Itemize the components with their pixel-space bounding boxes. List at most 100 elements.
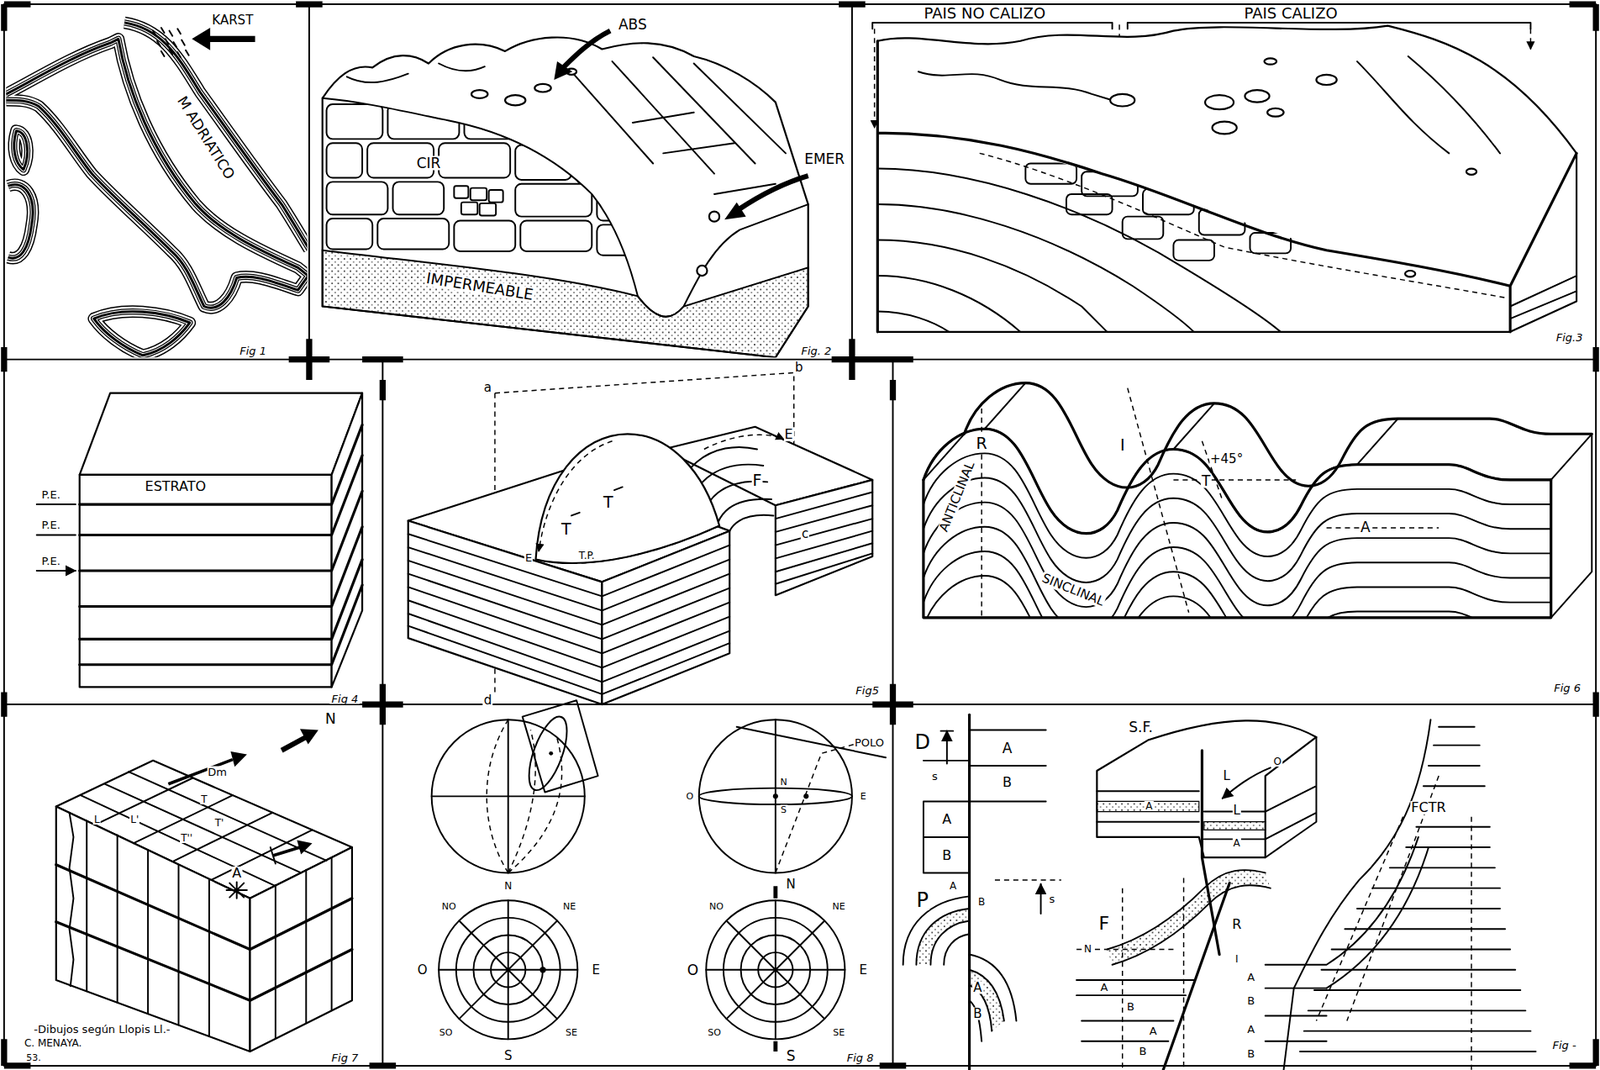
- stereographic-nets-part: [431, 719, 585, 873]
- karst-block-part-part: [464, 104, 527, 139]
- drawing-label: a: [483, 381, 493, 395]
- dome-fold-block-part: [538, 441, 612, 552]
- limestone-country-block-part: [918, 56, 1500, 153]
- fold-block-part-part: [923, 526, 1552, 632]
- figure-panel: Fig5: [382, 358, 893, 704]
- jointed-block-part: [226, 881, 248, 898]
- jointed-block-part: [56, 864, 353, 1001]
- drawing-label: SO: [706, 1026, 722, 1037]
- fault-sections-part: [1040, 884, 1043, 914]
- fault-sections-part: [994, 878, 1062, 880]
- drawing-label: A: [1099, 981, 1109, 993]
- fold-block-part-part: [923, 575, 1552, 680]
- adriatic-map-part: [94, 311, 190, 356]
- adriatic-map-part: [124, 22, 307, 250]
- adriatic-map-part: [8, 184, 33, 258]
- strata-block-part: [79, 393, 363, 475]
- drawing-label: P.E.: [41, 554, 62, 566]
- limestone-country-block-part-part: [1081, 171, 1138, 196]
- fold-block-part-part: [923, 502, 1552, 607]
- fault-sections-part: [1096, 800, 1265, 830]
- drawing-label: N: [778, 777, 788, 787]
- stereographic-nets-part: [775, 741, 866, 874]
- drawing-label: O: [416, 963, 429, 976]
- drawing-label: 53.: [25, 1052, 43, 1063]
- adriatic-map-part: [94, 311, 190, 356]
- drawing-label: N: [503, 880, 513, 891]
- stereographic-nets-part-part: [705, 900, 845, 1039]
- fault-sections-part: [968, 714, 971, 1070]
- drawing-label: A: [1232, 837, 1242, 848]
- stereographic-nets-part: [736, 719, 886, 873]
- jointed-block-part: [281, 736, 306, 751]
- adriatic-map-part: [14, 131, 28, 170]
- adriatic-map-part: [14, 131, 28, 170]
- drawing-label: C. MENAYA.: [23, 1037, 83, 1048]
- limestone-country-block-part: [1315, 74, 1337, 85]
- fault-sections-part: [1284, 719, 1432, 1070]
- drawing-label: +45°: [1209, 452, 1244, 466]
- adriatic-map-part: [8, 184, 33, 258]
- karst-block-part-part: [596, 188, 633, 222]
- drawing-label: L: [1232, 804, 1242, 817]
- drawing-label: O: [1273, 756, 1283, 767]
- limestone-country-block-part: [1466, 168, 1477, 175]
- stereographic-nets-part: [521, 711, 575, 795]
- drawing-label: L: [1221, 768, 1231, 782]
- fold-block-part: [981, 388, 1439, 618]
- karst-block-part: [326, 104, 638, 256]
- limestone-country-block-part-part: [1199, 209, 1246, 235]
- jointed-block: [56, 728, 353, 1052]
- figure-number: Fig5: [853, 684, 881, 695]
- fault-sections-part: [946, 731, 948, 764]
- adriatic-map-part: [8, 184, 33, 258]
- karst-block-part-part: [479, 203, 496, 216]
- drawing-label: E: [590, 963, 600, 976]
- drawing-label: s: [931, 769, 939, 781]
- drawing-label: R: [975, 435, 989, 452]
- limestone-country-block-part: [1212, 121, 1237, 135]
- drawing-label: E: [858, 963, 869, 976]
- adriatic-map-part: [207, 36, 256, 43]
- drawing-label: A: [941, 812, 953, 827]
- limestone-country-block-part: [1530, 28, 1532, 49]
- drawing-label: B: [977, 896, 986, 907]
- figure-panel: Fig.3: [852, 0, 1600, 359]
- karst-block-part-part: [326, 142, 364, 178]
- karst-block-part: [471, 89, 488, 99]
- karst-block-part-part: [393, 181, 445, 215]
- drawing-label: A: [972, 981, 983, 995]
- drawing-label: A: [1359, 519, 1372, 534]
- drawing-label: SE: [564, 1026, 579, 1037]
- drawing-label: SE: [831, 1026, 846, 1037]
- karst-block-part-part: [453, 221, 516, 252]
- karst-block-part: [322, 37, 809, 358]
- fault-sections-part: [903, 895, 970, 964]
- drawing-label: T': [214, 817, 226, 828]
- adriatic-map-part: [191, 27, 211, 51]
- fold-block-part: [923, 479, 1552, 618]
- jointed-block-part: [230, 751, 247, 767]
- drawing-label: E: [524, 552, 533, 564]
- figure-number: Fig -: [1550, 1039, 1578, 1051]
- drawing-label: NO: [708, 901, 725, 911]
- stereographic-nets-part-part: [438, 900, 578, 1039]
- fault-sections-part: [1300, 726, 1537, 1052]
- drawing-label: c: [800, 527, 810, 541]
- drawing-label: POLO: [853, 736, 885, 748]
- karst-block-part-part: [377, 218, 449, 249]
- fault-sections-part: [969, 969, 1005, 1032]
- figure-panel: Fig 1: [0, 0, 310, 359]
- karst-block-part-part: [576, 149, 618, 185]
- drawing-label: O: [686, 962, 700, 977]
- limestone-country-block-part-part: [1250, 232, 1292, 253]
- drawing-label: FCTR: [1410, 800, 1447, 815]
- drawing-label: d: [483, 694, 494, 707]
- figure-panel: Fig. 2: [309, 0, 853, 359]
- jointed-block-part: [69, 812, 74, 986]
- strata-block-part: [79, 424, 363, 664]
- limestone-country-block-part-part: [1025, 163, 1077, 185]
- limestone-country-block-part: [877, 168, 1577, 332]
- drawing-label: S: [785, 1047, 797, 1063]
- karst-block-part-part: [326, 181, 389, 215]
